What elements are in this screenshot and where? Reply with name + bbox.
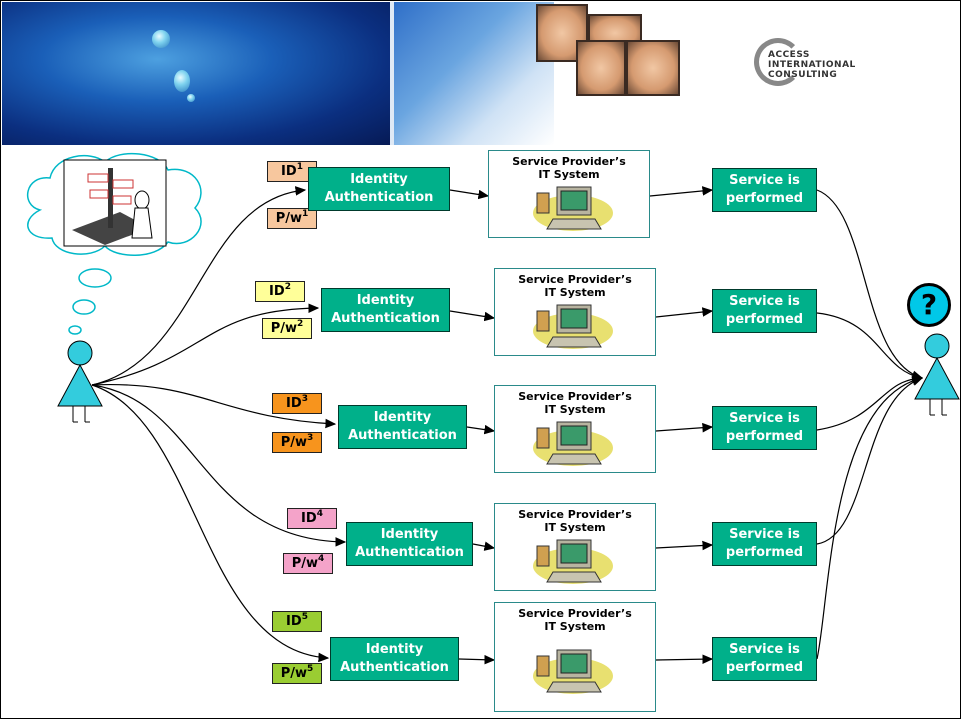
identity-authentication-box-2: Identity Authentication <box>321 288 450 332</box>
sp-title: Service Provider’s IT System <box>518 508 632 534</box>
id-label: ID <box>286 614 302 629</box>
id-tag-5: ID5 <box>272 611 322 632</box>
pw-index: 3 <box>307 433 314 443</box>
user-figure-right <box>914 333 960 416</box>
pw-index: 5 <box>307 664 314 674</box>
id-label: ID <box>281 164 297 179</box>
sp-title: Service Provider’s IT System <box>518 273 632 299</box>
id-index: 3 <box>301 394 308 404</box>
id-label: ID <box>269 284 285 299</box>
identity-authentication-box-4: Identity Authentication <box>346 522 473 566</box>
identity-authentication-box-3: Identity Authentication <box>338 405 467 449</box>
computer-icon <box>533 539 613 584</box>
sp-title: Service Provider’s IT System <box>518 390 632 416</box>
pw-tag-3: P/w3 <box>272 432 322 453</box>
pw-label: P/w <box>275 211 303 226</box>
pw-label: P/w <box>280 435 308 450</box>
logo-line: CONSULTING <box>768 70 838 80</box>
logo-line: ACCESS <box>768 50 810 60</box>
sp-title: Service Provider’s IT System <box>512 155 626 181</box>
pw-tag-4: P/w4 <box>283 553 333 574</box>
service-provider-system-2: Service Provider’s IT System <box>494 268 656 356</box>
computer-icon <box>533 304 613 349</box>
sp-title: Service Provider’s IT System <box>518 607 632 633</box>
id-tag-2: ID2 <box>255 281 305 302</box>
computer-icon <box>533 649 613 694</box>
service-provider-system-4: Service Provider’s IT System <box>494 503 656 591</box>
id-index: 5 <box>301 612 308 622</box>
service-performed-box-4: Service is performed <box>712 522 817 566</box>
id-index: 4 <box>316 509 323 519</box>
pw-index: 2 <box>297 319 304 329</box>
question-icon: ? <box>907 283 951 327</box>
identity-authentication-box-5: Identity Authentication <box>330 637 459 681</box>
pw-tag-2: P/w2 <box>262 318 312 339</box>
id-tag-1: ID1 <box>267 161 317 182</box>
id-index: 2 <box>284 282 291 292</box>
pw-label: P/w <box>280 666 308 681</box>
banner-gradient <box>394 2 554 145</box>
id-tag-4: ID4 <box>287 508 337 529</box>
thought-cloud <box>26 152 202 256</box>
id-label: ID <box>301 511 317 526</box>
service-provider-system-3: Service Provider’s IT System <box>494 385 656 473</box>
identity-authentication-box-1: Identity Authentication <box>308 167 450 211</box>
id-index: 1 <box>296 162 303 172</box>
pw-tag-1: P/w1 <box>267 208 317 229</box>
banner-divider <box>390 2 394 145</box>
company-logo: ACCESS INTERNATIONAL CONSULTING <box>768 50 856 80</box>
computer-icon <box>533 186 613 231</box>
service-performed-box-1: Service is performed <box>712 168 817 212</box>
service-performed-box-5: Service is performed <box>712 637 817 681</box>
id-label: ID <box>286 396 302 411</box>
pw-label: P/w <box>291 556 319 571</box>
service-provider-system-1: Service Provider’s IT System <box>488 150 650 238</box>
logo-ring <box>754 38 802 86</box>
computer-icon <box>533 421 613 466</box>
water-drop-banner <box>2 2 390 145</box>
user-figure-left <box>57 340 103 423</box>
pw-tag-5: P/w5 <box>272 663 322 684</box>
service-performed-box-2: Service is performed <box>712 289 817 333</box>
service-provider-system-5: Service Provider’s IT System <box>494 602 656 712</box>
logo-line: INTERNATIONAL <box>768 60 856 70</box>
id-tag-3: ID3 <box>272 393 322 414</box>
pw-index: 1 <box>302 209 309 219</box>
pw-index: 4 <box>318 554 325 564</box>
pw-label: P/w <box>270 321 298 336</box>
service-performed-box-3: Service is performed <box>712 406 817 450</box>
